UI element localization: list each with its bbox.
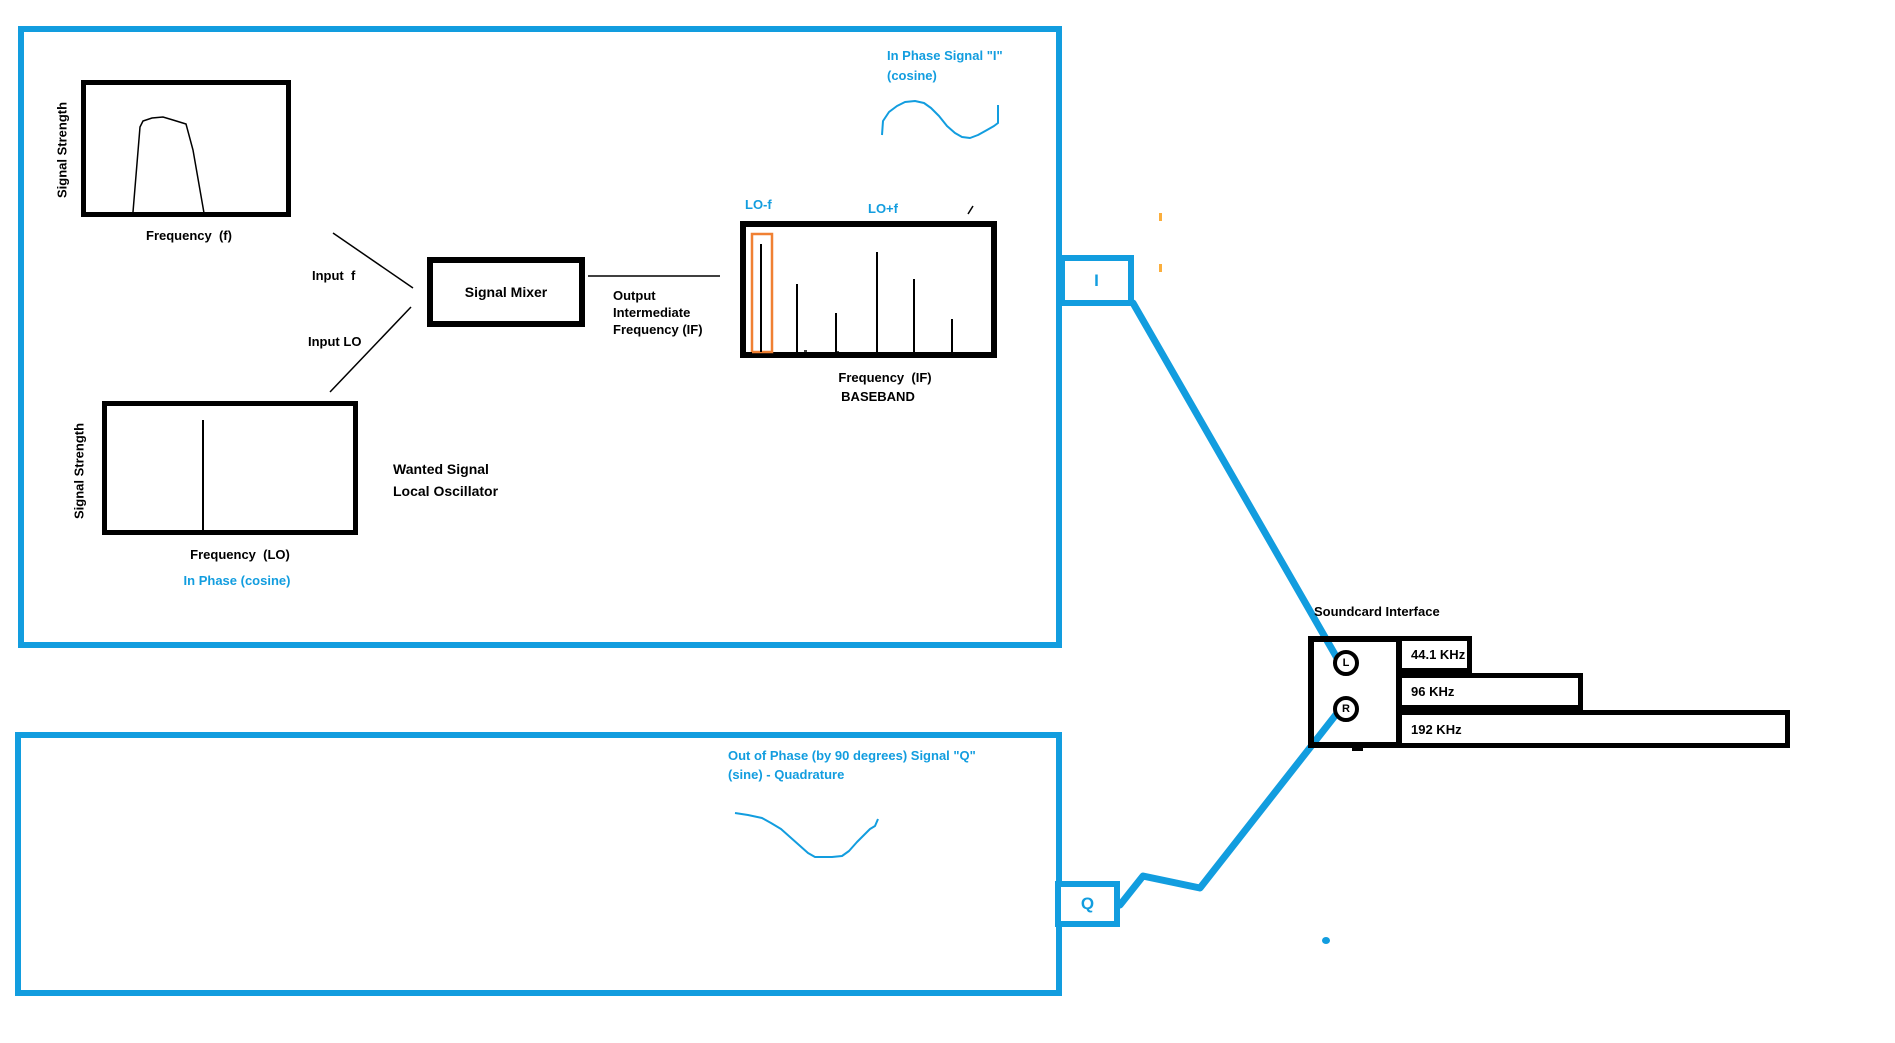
legend: Wanted Signal Local Oscillator xyxy=(393,458,498,502)
stray-blue-dot xyxy=(1322,937,1330,944)
sample-rate-bar-44-1: 44.1 KHz xyxy=(1397,636,1472,673)
rf-mixer-panel xyxy=(18,26,1062,648)
input-signal-chart xyxy=(81,80,291,217)
legend-wanted-signal: Wanted Signal xyxy=(393,461,489,477)
right-channel-jack: R xyxy=(1333,696,1359,722)
i-channel-label: I xyxy=(1094,270,1099,290)
baseband-label: BASEBAND xyxy=(841,389,915,404)
mixer-output-label: Output Intermediate Frequency (IF) xyxy=(613,287,703,338)
output-label-line3: Frequency (IF) xyxy=(613,322,703,337)
input-f-label: Input f xyxy=(312,268,356,283)
legend-local-oscillator: Local Oscillator xyxy=(393,483,499,499)
left-channel-jack: L xyxy=(1333,650,1359,676)
signal-mixer-box: Signal Mixer xyxy=(427,257,585,327)
if-spectrum-chart xyxy=(740,221,997,358)
q-to-right-channel-connector xyxy=(1116,708,1342,909)
soundcard-bottom-mark xyxy=(1352,746,1363,751)
q-channel-tag: Q xyxy=(1055,881,1120,927)
q-signal-subtitle: (sine) - Quadrature xyxy=(728,767,845,782)
output-label-line2: Intermediate xyxy=(613,305,691,320)
sample-rate-192-label: 192 KHz xyxy=(1411,721,1462,737)
lo-chart-xlabel: Frequency (LO) xyxy=(190,547,290,562)
soundcard-box xyxy=(1308,636,1402,748)
sample-rate-bar-192: 192 KHz xyxy=(1397,710,1790,748)
i-channel-tag: I xyxy=(1059,255,1134,306)
lo-minus-f-label: LO-f xyxy=(745,197,772,212)
lo-chart-ylabel: Signal Strength xyxy=(71,422,87,520)
i-signal-title: In Phase Signal "I" xyxy=(887,48,1003,63)
i-signal-subtitle: (cosine) xyxy=(887,68,937,83)
if-chart-xlabel: Frequency (IF) xyxy=(838,370,932,385)
input-lo-label: Input LO xyxy=(308,334,362,349)
input-chart-ylabel: Signal Strength xyxy=(54,101,70,199)
signal-mixer-label: Signal Mixer xyxy=(464,283,548,300)
orange-tick-mark-2 xyxy=(1159,264,1162,272)
quadrature-panel xyxy=(15,732,1062,996)
q-signal-title: Out of Phase (by 90 degrees) Signal "Q" xyxy=(728,748,976,763)
right-jack-label: R xyxy=(1342,703,1350,715)
left-jack-label: L xyxy=(1342,657,1350,669)
sample-rate-44-1-label: 44.1 KHz xyxy=(1411,647,1466,662)
sample-rate-96-label: 96 KHz xyxy=(1411,684,1455,699)
input-chart-xlabel: Frequency (f) xyxy=(146,228,232,243)
soundcard-title: Soundcard Interface xyxy=(1314,604,1440,619)
sample-rate-bar-96: 96 KHz xyxy=(1397,673,1583,710)
in-phase-cosine-label: In Phase (cosine) xyxy=(183,573,291,588)
i-to-left-channel-connector xyxy=(1129,299,1341,662)
q-channel-label: Q xyxy=(1080,894,1095,913)
lo-spectrum-chart xyxy=(102,401,358,535)
lo-plus-f-label: LO+f xyxy=(868,201,898,216)
output-label-line1: Output xyxy=(613,288,656,303)
orange-tick-mark-1 xyxy=(1159,213,1162,221)
